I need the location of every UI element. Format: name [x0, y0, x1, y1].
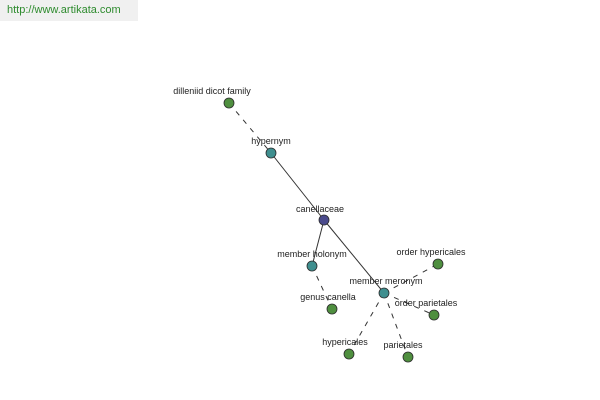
node-hypernym[interactable]: hypernym	[251, 136, 291, 159]
node-dilleniid[interactable]: dilleniid dicot family	[173, 86, 251, 109]
node-dot[interactable]	[223, 97, 235, 109]
node-dot[interactable]	[378, 287, 390, 299]
node-label[interactable]: order hypericales	[396, 247, 466, 257]
edge-canellaceae-to-member-holonym	[311, 219, 325, 267]
node-dot[interactable]	[306, 260, 318, 272]
node-parietales[interactable]: parietales	[383, 340, 423, 363]
node-dot[interactable]	[318, 214, 330, 226]
node-hypericales[interactable]: hypericales	[322, 337, 368, 360]
node-order-hypericales[interactable]: order hypericales	[396, 247, 466, 270]
node-member-holonym[interactable]: member holonym	[277, 249, 347, 272]
node-label[interactable]: member meronym	[349, 276, 422, 286]
node-canellaceae[interactable]: canellaceae	[296, 204, 344, 226]
node-dot[interactable]	[428, 309, 440, 321]
node-dot[interactable]	[432, 258, 444, 270]
node-member-meronym[interactable]: member meronym	[349, 276, 423, 299]
node-dot[interactable]	[402, 351, 414, 363]
node-dot[interactable]	[343, 348, 355, 360]
source-url-banner[interactable]: http://www.artikata.com	[0, 0, 138, 21]
node-dot[interactable]	[326, 303, 338, 315]
nodes-layer: dilleniid dicot family hypernym canellacea…	[173, 86, 466, 363]
node-dot[interactable]	[265, 147, 277, 159]
node-label[interactable]: member holonym	[277, 249, 347, 259]
node-label[interactable]: hypernym	[251, 136, 291, 146]
edge-member-holonym-to-genus-canella	[311, 265, 333, 310]
edge-member-meronym-to-hypericales	[348, 292, 385, 355]
node-label[interactable]: dilleniid dicot family	[173, 86, 251, 96]
node-label[interactable]: parietales	[383, 340, 423, 350]
edge-canellaceae-to-member-meronym	[323, 219, 385, 294]
node-label[interactable]: hypericales	[322, 337, 368, 347]
node-label[interactable]: genus canella	[300, 292, 356, 302]
edges-layer	[228, 102, 439, 358]
node-label[interactable]: order parietales	[395, 298, 458, 308]
edge-member-meronym-to-parietales	[383, 292, 409, 358]
node-label[interactable]: canellaceae	[296, 204, 344, 214]
source-url-text[interactable]: http://www.artikata.com	[7, 4, 121, 16]
node-order-parietales[interactable]: order parietales	[395, 298, 458, 321]
edge-member-meronym-to-order-parietales	[383, 292, 435, 316]
edge-hypernym-to-canellaceae	[270, 152, 325, 221]
node-genus-canella[interactable]: genus canella	[300, 292, 356, 315]
